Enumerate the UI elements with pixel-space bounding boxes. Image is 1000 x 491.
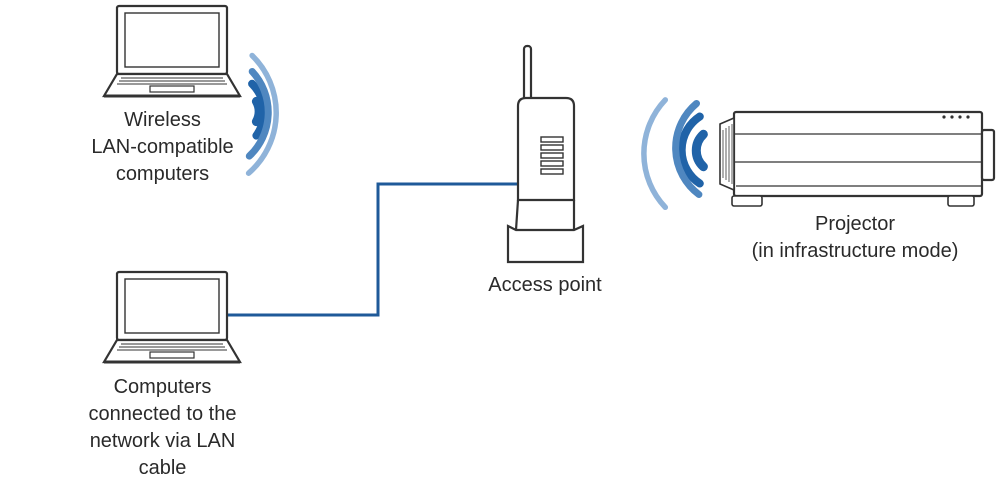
label-line: Access point	[488, 274, 602, 296]
label-line: computers	[115, 163, 210, 185]
label-line: network via LAN	[89, 430, 236, 452]
label-line: Computers	[113, 376, 212, 398]
label-wired-computers: Computers connected to the network via L…	[60, 374, 265, 482]
label-line: LAN-compatible	[91, 136, 234, 158]
label-line: (in infrastructure mode)	[751, 240, 959, 262]
label-line: Wireless	[124, 109, 201, 131]
access-point-vents	[540, 136, 564, 175]
projector-indicator-lights	[942, 115, 970, 119]
laptop-wifi-waves-icon	[245, 52, 279, 176]
projector-wifi-waves-icon	[641, 97, 708, 211]
laptop-keyboard	[117, 77, 227, 85]
label-line: connected to the	[88, 403, 237, 425]
label-projector: Projector (in infrastructure mode)	[720, 211, 990, 265]
label-wireless-computers: Wireless LAN-compatible computers	[60, 107, 265, 188]
label-access-point: Access point	[460, 272, 630, 299]
projector-details	[722, 124, 982, 187]
wireless-laptop-icon	[102, 4, 242, 98]
label-line: Projector	[814, 213, 896, 235]
laptop-keyboard	[117, 343, 227, 351]
label-line: cable	[138, 457, 187, 479]
wired-laptop-icon	[102, 270, 242, 364]
projector-icon	[719, 110, 996, 207]
lan-cable	[228, 182, 518, 317]
